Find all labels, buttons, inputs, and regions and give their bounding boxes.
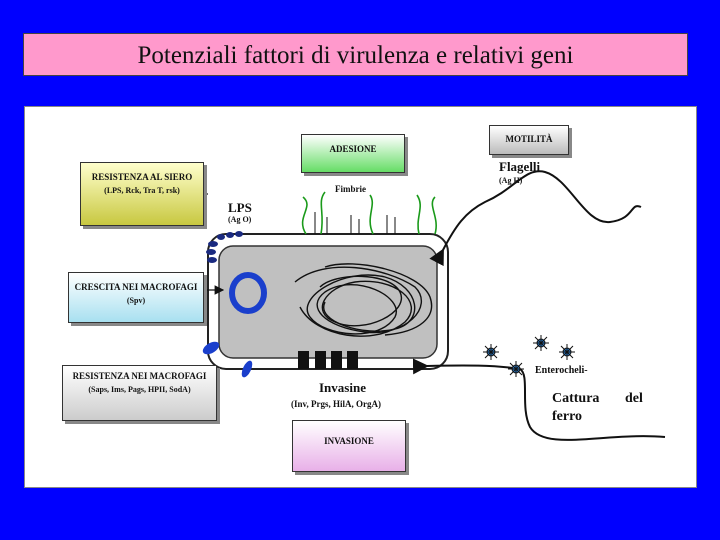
lps-molecules [206,231,243,263]
crescita-macrofagi-genes: (Spv) [126,296,146,305]
invasine-label: Invasine [319,380,366,395]
chromosome [294,263,433,337]
plasmid [229,272,267,314]
adesione-label: ADESIONE [329,144,377,154]
cattura-label: Cattura [552,391,600,406]
crescita-macrofagi-box: CRESCITA NEI MACROFAGI (Spv) [68,272,204,323]
diagram-panel: RESISTENZA AL SIERO (LPS, Rck, Tra T, rs… [24,106,697,488]
enterochelin-molecules [483,335,575,377]
invasin-bars [298,351,358,369]
invasione-box: INVASIONE [292,420,406,472]
resistenza-siero-box: RESISTENZA AL SIERO (LPS, Rck, Tra T, rs… [80,162,204,226]
invasine-genes-label: (Inv, Prgs, HilA, OrgA) [291,399,381,409]
adesione-box: ADESIONE [301,134,405,173]
blue-crescent-2 [241,360,253,378]
flagellum-lower [412,358,666,441]
fimbriae-curly [301,191,437,235]
motilita-box: MOTILITÀ [489,125,569,155]
bacterium-illustration [202,170,666,441]
blue-crescent-1 [202,341,220,355]
resistenza-siero-label: RESISTENZA AL SIERO [91,172,193,182]
slide-title: Potenziali fattori di virulenza e relati… [23,33,688,76]
fimbriae-short [314,212,396,234]
resistenza-macrofagi-box: RESISTENZA NEI MACROFAGI (Saps, Ims, Pag… [62,365,217,421]
lps-antigen-label: (Ag O) [228,215,252,224]
resistenza-macrofagi-label: RESISTENZA NEI MACROFAGI [72,371,207,381]
resistenza-macrofagi-genes: (Saps, Ims, Pags, HPII, SodA) [88,385,191,394]
ferro-label: ferro [552,409,583,424]
flagellum-upper [429,170,642,267]
del-label: del [625,391,643,406]
resistenza-siero-genes: (LPS, Rck, Tra T, rsk) [104,186,180,195]
motilita-label: MOTILITÀ [505,134,553,144]
invasione-label: INVASIONE [324,436,374,446]
flagelli-antigen-label: (Ag H) [499,176,523,185]
fimbrie-label: Fimbrie [335,184,366,194]
flagelli-label: Flagelli [499,159,541,174]
lps-label: LPS [228,200,252,215]
cell-cytoplasm [218,245,438,359]
crescita-macrofagi-label: CRESCITA NEI MACROFAGI [74,282,198,292]
enterocheline-label: Enterocheli- [535,365,588,376]
